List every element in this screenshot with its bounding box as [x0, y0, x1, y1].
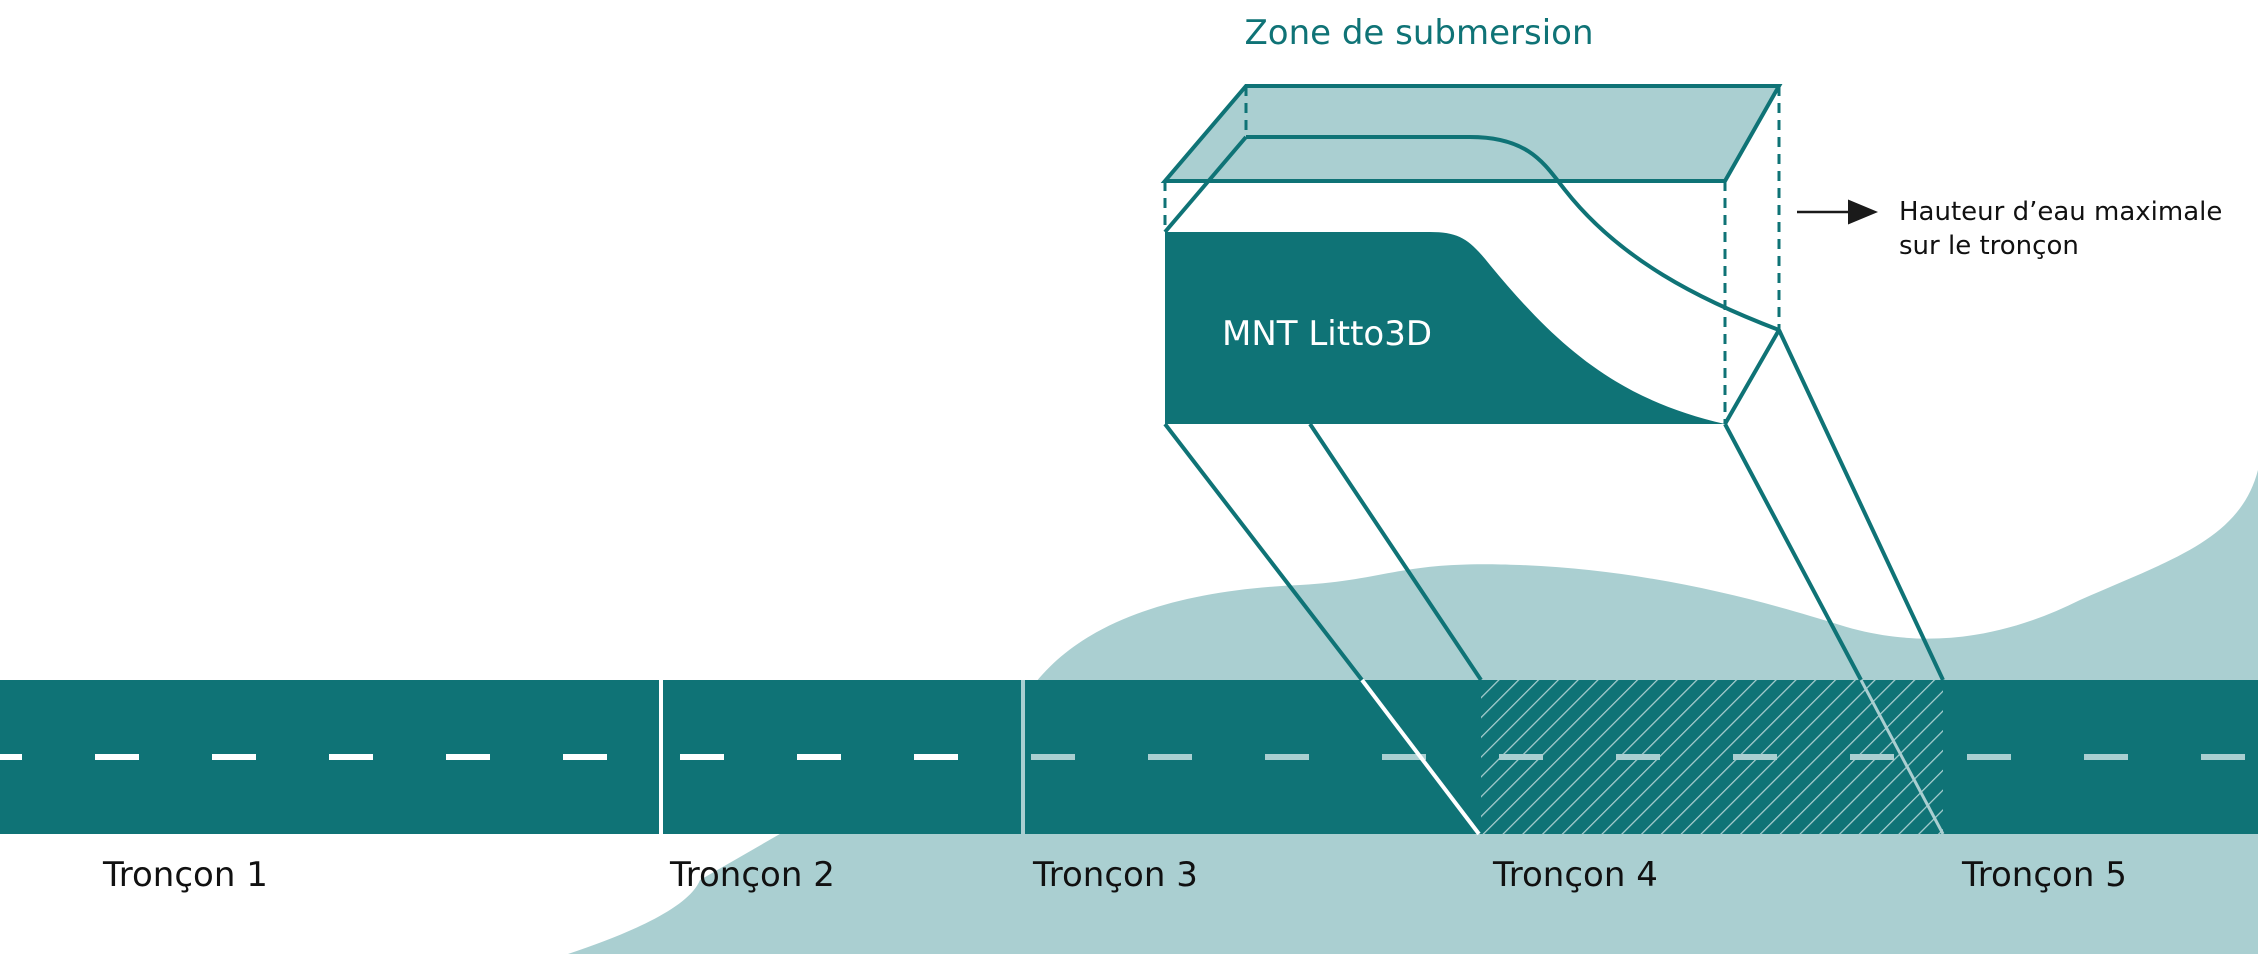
projection-line-over-road	[1859, 679, 1945, 835]
segment-label-5: Tronçon 5	[1961, 855, 2127, 895]
submersion-top-face	[1160, 84, 1783, 183]
projection-line	[1723, 423, 1863, 681]
diagram-title: Zone de submersion	[1244, 13, 1593, 53]
dem-terrain-block	[1165, 232, 1725, 424]
segment-label-3: Tronçon 3	[1032, 855, 1198, 895]
projection-line-over-road	[1360, 678, 1481, 836]
box-dashed-edges	[1163, 86, 1781, 424]
box-edge	[1723, 329, 1781, 425]
box-edge	[1163, 135, 1248, 234]
segment-label-2: Tronçon 2	[669, 855, 835, 895]
annotation-line-2: sur le tronçon	[1899, 231, 2079, 261]
annotation-line-1: Hauteur d’eau maximale	[1899, 197, 2222, 227]
projection-line	[1308, 422, 1483, 682]
segment-label-1: Tronçon 1	[102, 855, 268, 895]
projection-line	[1163, 422, 1364, 682]
water-height-curve	[1246, 135, 1780, 332]
projection-lines	[1163, 329, 1945, 682]
dem-label: MNT Litto3D	[1222, 314, 1432, 354]
segment-label-4: Tronçon 4	[1492, 855, 1658, 895]
projection-line	[1777, 329, 1945, 681]
